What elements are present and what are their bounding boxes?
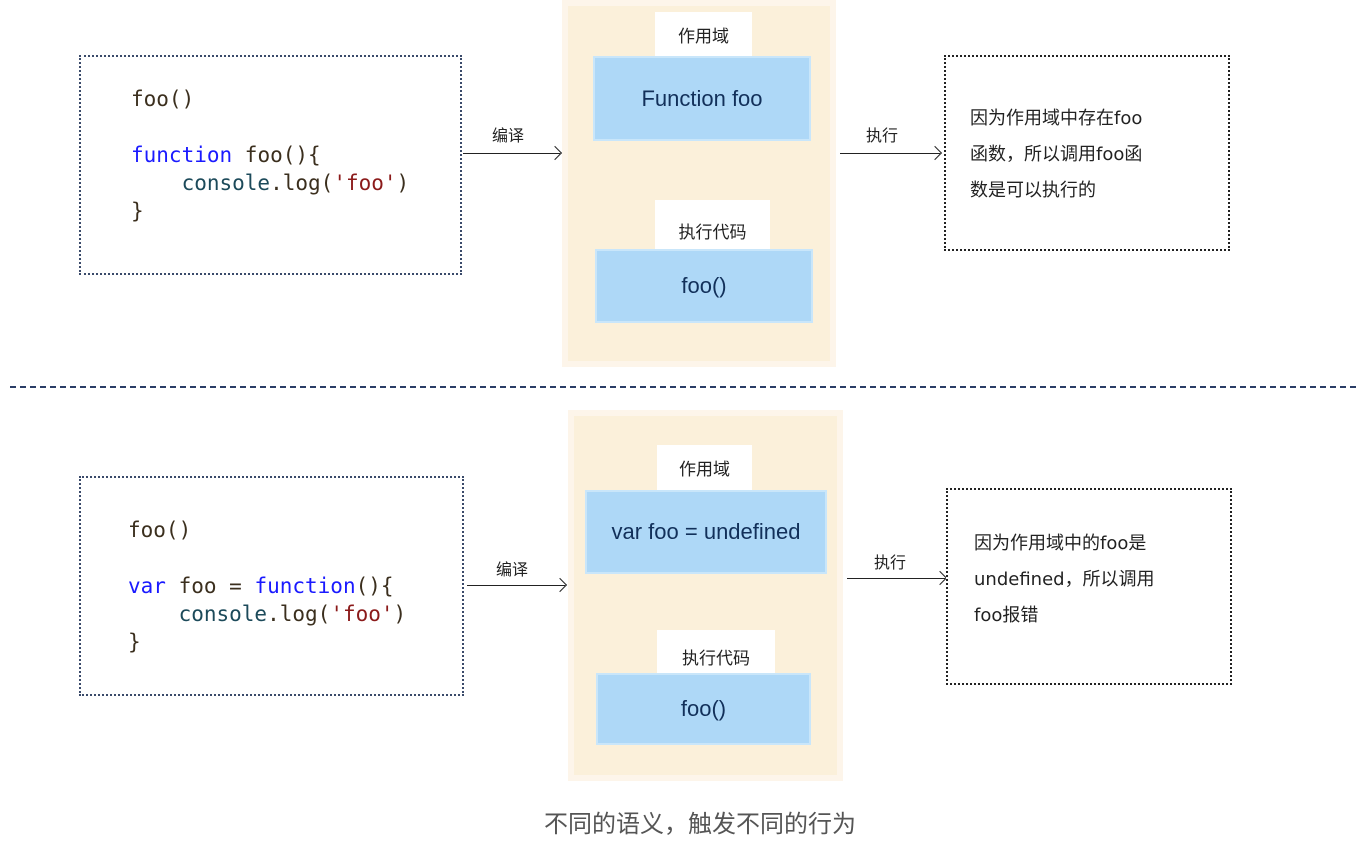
scope-label: 作用域 [655,12,752,58]
arrow-right-icon [840,153,940,154]
code-keyword: var [128,574,166,598]
code-text: .log( [267,602,331,626]
code-line: foo() [128,518,192,542]
code-text: (){ [355,574,394,598]
result-line: 函数，所以调用foo函 [970,144,1143,165]
code-keyword: function [254,574,356,598]
section-divider [10,386,1356,388]
result-line: 因为作用域中的foo是 [974,533,1147,554]
code-console: console [181,171,271,195]
scope-label: 作用域 [657,445,752,492]
code-box-function-expression: foo() var foo = function(){ console.log(… [79,476,464,696]
exec-code-label: 执行代码 [657,630,775,680]
result-line: foo报错 [974,605,1039,626]
result-line: 数是可以执行的 [970,180,1096,201]
code-keyword: function [131,143,233,167]
code-text: ) [396,171,410,195]
compile-label: 编译 [492,126,525,145]
code-console: console [178,602,268,626]
scope-block: Function foo [593,56,811,141]
code-text: foo = [165,574,255,598]
arrow-right-icon [463,153,560,154]
figure-caption: 不同的语义，触发不同的行为 [544,810,856,838]
code-text: } [131,199,144,223]
execute-label: 执行 [866,126,899,145]
code-box-function-declaration: foo() function foo(){ console.log('foo')… [79,55,462,275]
code-text: .log( [270,171,334,195]
result-box: 因为作用域中的foo是 undefined，所以调用 foo报错 [946,488,1232,685]
exec-code-block: foo() [596,673,811,745]
code-line: foo() [131,87,195,111]
scope-block: var foo = undefined [585,490,827,574]
compile-label: 编译 [496,560,529,579]
exec-code-block: foo() [595,249,813,323]
arrow-right-icon [847,578,945,579]
code-text: ) [393,602,407,626]
code-string: 'foo' [330,602,394,626]
result-box: 因为作用域中存在foo 函数，所以调用foo函 数是可以执行的 [944,55,1230,251]
arrow-right-icon [467,585,565,586]
code-text: } [128,630,141,654]
exec-code-label: 执行代码 [655,200,770,249]
code-text: foo(){ [232,143,321,167]
result-line: 因为作用域中存在foo [970,108,1143,129]
execute-label: 执行 [874,553,907,572]
result-line: undefined，所以调用 [974,569,1155,590]
code-string: 'foo' [333,171,397,195]
